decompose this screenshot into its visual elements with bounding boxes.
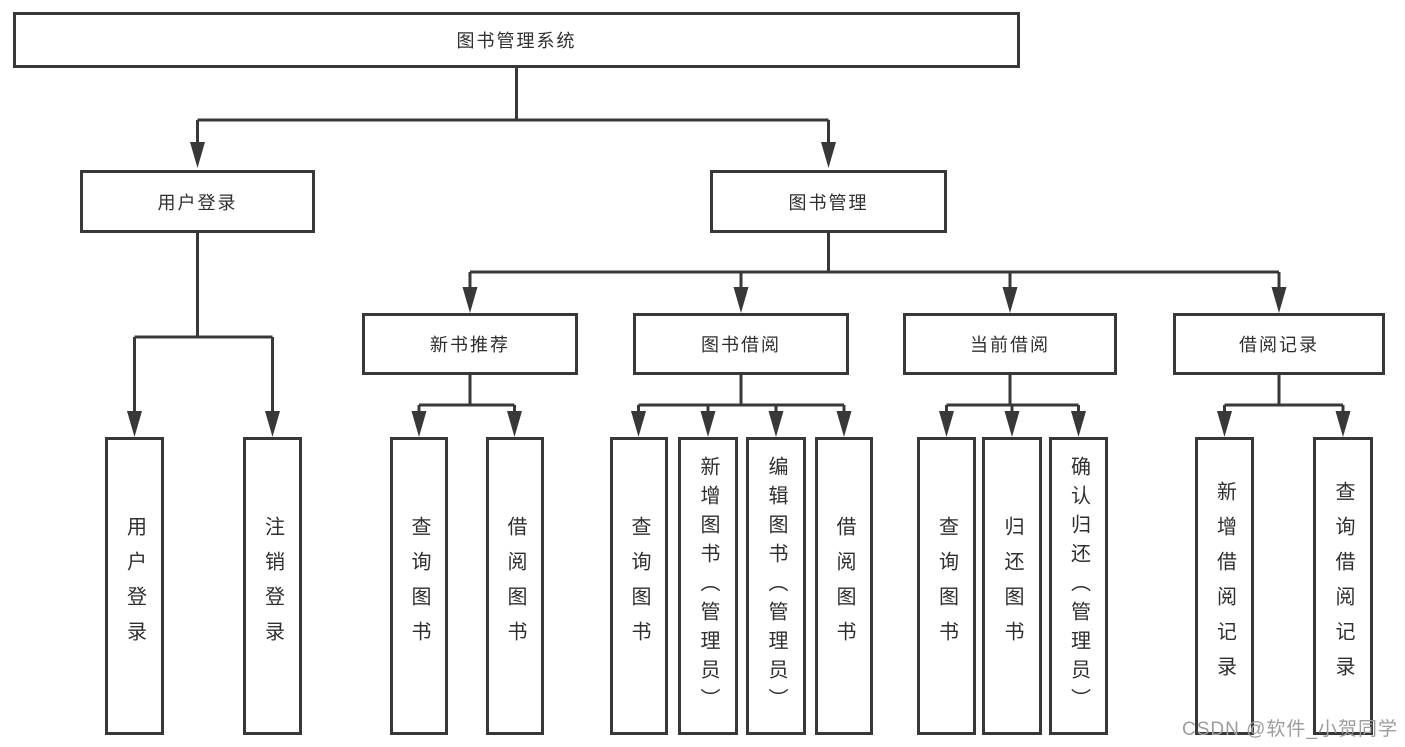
leaf-label: 新增图书（管理员） <box>697 455 719 717</box>
node-leaf-current-return: 归还图书 <box>982 437 1042 735</box>
node-current-borrow: 当前借阅 <box>903 313 1117 375</box>
leaf-label: 归还图书 <box>1001 516 1023 656</box>
leaf-label: 编辑图书（管理员） <box>765 455 787 717</box>
node-leaf-newbook-query: 查询图书 <box>390 437 448 735</box>
node-leaf-borrow-query: 查询图书 <box>610 437 668 735</box>
leaf-label: 查询借阅记录 <box>1332 481 1354 691</box>
leaf-label: 查询图书 <box>408 516 430 656</box>
leaf-label: 确认归还（管理员） <box>1067 455 1090 717</box>
node-book-borrow: 图书借阅 <box>633 313 849 375</box>
leaf-label: 查询图书 <box>935 516 958 656</box>
node-book-management: 图书管理 <box>710 170 947 233</box>
leaf-label: 借阅图书 <box>833 516 855 656</box>
node-leaf-current-query: 查询图书 <box>917 437 976 735</box>
node-leaf-record-add: 新增借阅记录 <box>1195 437 1254 735</box>
leaf-label: 新增借阅记录 <box>1213 481 1236 691</box>
leaf-label: 查询图书 <box>628 516 650 656</box>
node-new-book-recommend: 新书推荐 <box>362 313 578 375</box>
node-leaf-borrow-add: 新增图书（管理员） <box>678 437 738 735</box>
node-borrow-records: 借阅记录 <box>1173 313 1385 375</box>
node-user-login: 用户登录 <box>80 170 315 233</box>
leaf-label: 借阅图书 <box>504 516 526 656</box>
leaf-label: 注销登录 <box>261 516 284 656</box>
node-root: 图书管理系统 <box>13 12 1020 68</box>
node-leaf-record-query: 查询借阅记录 <box>1313 437 1373 735</box>
leaf-label: 用户登录 <box>123 516 146 656</box>
node-leaf-borrow-edit: 编辑图书（管理员） <box>746 437 806 735</box>
node-leaf-current-confirm: 确认归还（管理员） <box>1049 437 1108 735</box>
csdn-watermark: CSDN @软件_小贺同学 <box>1182 719 1398 740</box>
node-leaf-newbook-borrow: 借阅图书 <box>486 437 544 735</box>
node-leaf-user-login: 用户登录 <box>105 437 164 735</box>
node-leaf-borrow-borrow: 借阅图书 <box>815 437 873 735</box>
node-leaf-logout: 注销登录 <box>243 437 302 735</box>
